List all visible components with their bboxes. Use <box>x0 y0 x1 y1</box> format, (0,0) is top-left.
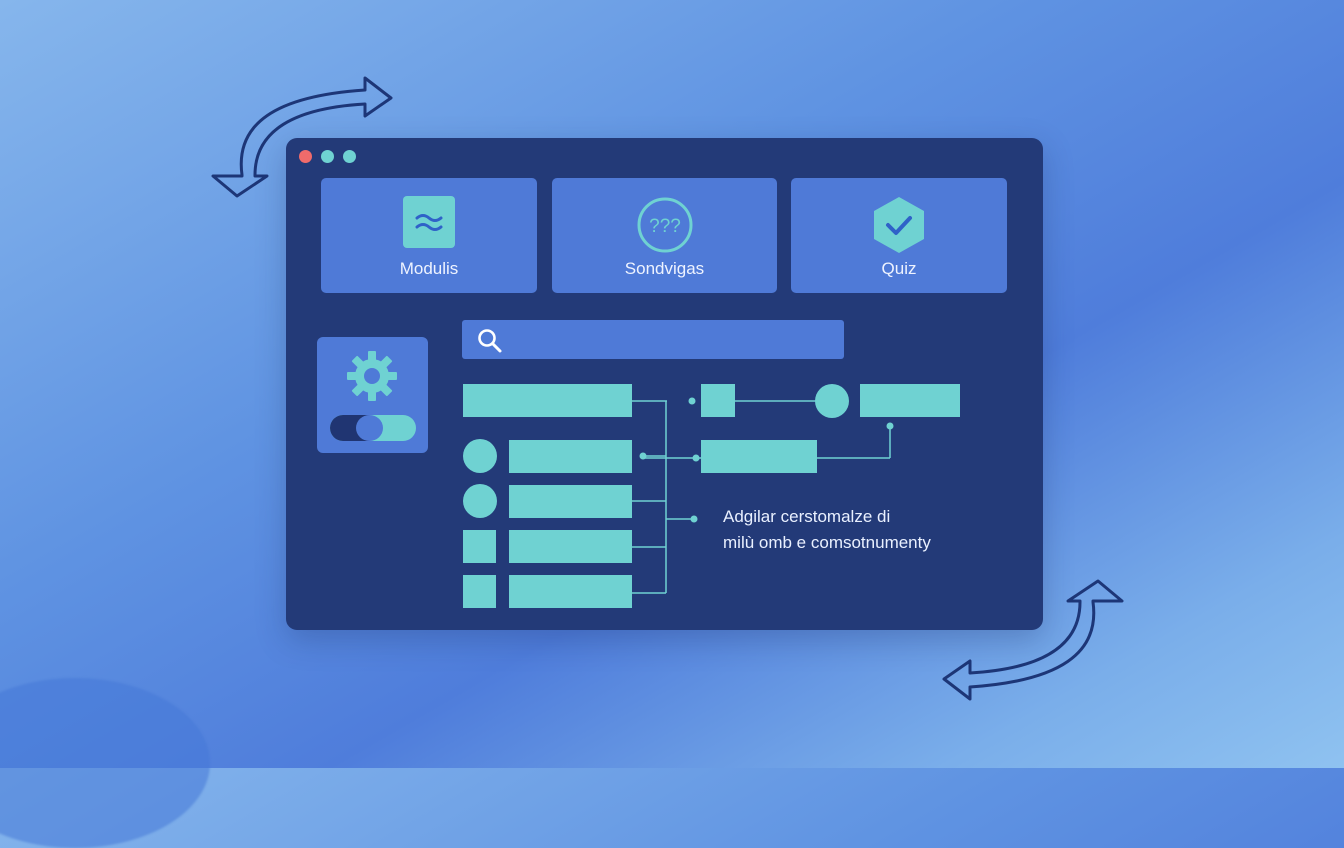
flow-diagram <box>463 384 960 608</box>
toggle-knob <box>356 415 383 441</box>
flow-node-square[interactable] <box>463 530 496 563</box>
flow-node-square[interactable] <box>701 384 735 417</box>
flow-node-bar[interactable] <box>701 440 817 473</box>
app-window: Modulis ??? Sondvigas Quiz <box>286 138 1043 630</box>
search-icon <box>478 329 502 353</box>
background-blob <box>0 678 210 848</box>
settings-panel <box>317 337 428 453</box>
search-input[interactable] <box>462 320 844 359</box>
card-label: Sondvigas <box>624 259 705 278</box>
close-dot[interactable] <box>299 150 312 163</box>
flow-node-circle[interactable] <box>463 439 497 473</box>
maximize-dot[interactable] <box>343 150 356 163</box>
swap-arrow-top-left <box>211 76 393 198</box>
flow-note: Adgilar cerstomalze di milù omb e comsot… <box>723 504 1003 556</box>
flow-note-line: milù omb e comsotnumenty <box>723 533 931 552</box>
card-quiz[interactable]: Quiz <box>791 178 1007 293</box>
flow-node-bar[interactable] <box>509 530 632 563</box>
card-label: Modulis <box>399 259 459 278</box>
flow-node-bar[interactable] <box>509 575 632 608</box>
window-controls <box>299 150 356 163</box>
question-marks-icon: ??? <box>637 197 692 253</box>
minimize-dot[interactable] <box>321 150 334 163</box>
flow-node-bar[interactable] <box>860 384 960 417</box>
waves-icon <box>403 196 455 248</box>
flow-note-line: Adgilar cerstomalze di <box>723 507 891 526</box>
flow-node-circle[interactable] <box>815 384 849 418</box>
flow-node-bar[interactable] <box>509 485 632 518</box>
flow-node-square[interactable] <box>463 575 496 608</box>
question-marks-text: ??? <box>649 216 681 237</box>
swap-arrow-bottom-right <box>942 579 1124 701</box>
check-hexagon-icon <box>874 197 924 253</box>
gear-icon[interactable] <box>346 350 398 402</box>
toggle-switch[interactable] <box>330 415 416 441</box>
flow-node-bar[interactable] <box>509 440 632 473</box>
card-label: Quiz <box>881 259 917 278</box>
flow-node-circle[interactable] <box>463 484 497 518</box>
card-modulis[interactable]: Modulis <box>321 178 537 293</box>
flow-node-bar[interactable] <box>463 384 632 417</box>
card-sondvigas[interactable]: ??? Sondvigas <box>552 178 777 293</box>
